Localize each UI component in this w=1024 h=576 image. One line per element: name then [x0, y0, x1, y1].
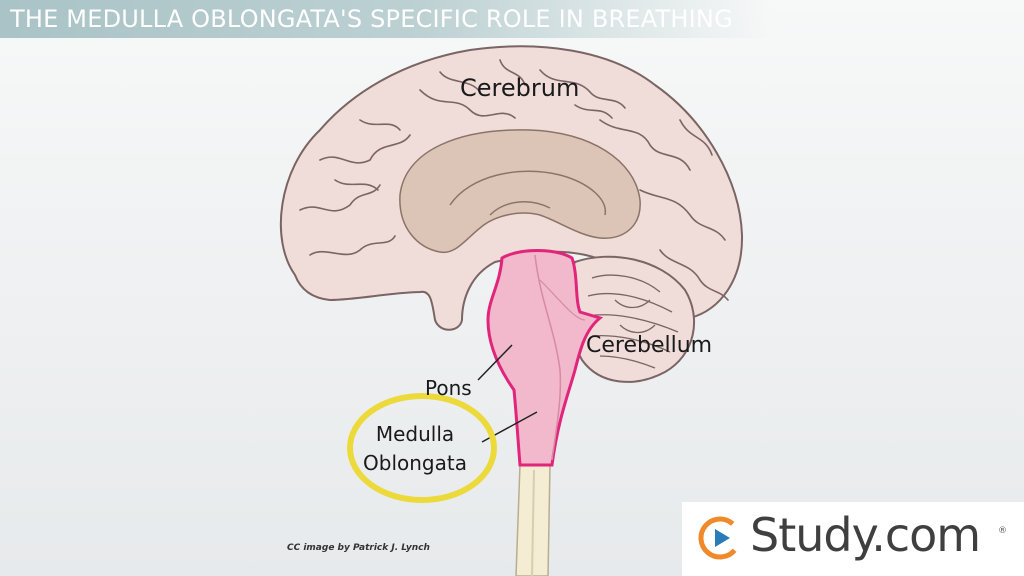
pons-pointer	[477, 344, 513, 381]
brainstem-shape	[486, 249, 604, 467]
play-icon	[698, 516, 742, 560]
study-logo[interactable]: Study.com ®	[682, 502, 1024, 576]
medulla-highlight-ring	[347, 393, 497, 503]
cerebrum-label: Cerebrum	[460, 74, 580, 102]
medulla-label-line1: Medulla	[375, 422, 455, 446]
inner-brain-region	[399, 129, 641, 254]
slide-title: THE MEDULLA OBLONGATA'S SPECIFIC ROLE IN…	[0, 0, 770, 38]
logo-text: Study.com	[750, 508, 981, 562]
pons-label: Pons	[425, 376, 472, 400]
image-credit: CC image by Patrick J. Lynch	[287, 543, 430, 553]
registered-mark: ®	[998, 526, 1007, 536]
medulla-label-line2: Oblongata	[363, 451, 467, 475]
cerebrum-folds	[299, 59, 729, 301]
cerebellum-label: Cerebellum	[586, 333, 713, 358]
medulla-oblongata-label: Medulla Oblongata	[363, 420, 467, 478]
